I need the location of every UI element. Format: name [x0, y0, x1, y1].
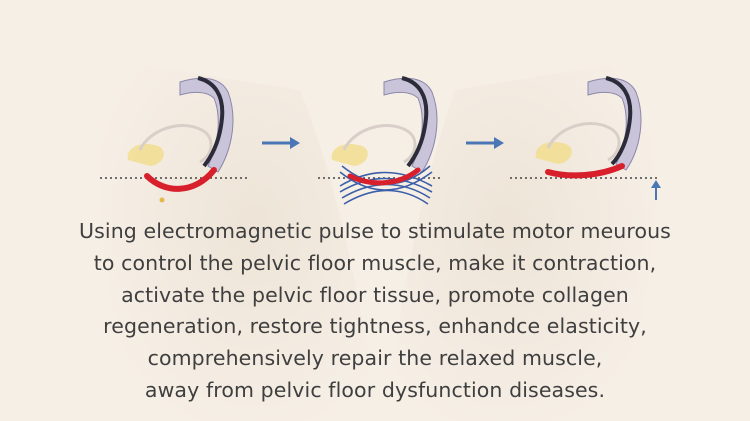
caption-line: comprehensively repair the relaxed muscl…	[147, 346, 603, 371]
caption-line: regeneration, restore tightness, enhandc…	[103, 314, 647, 339]
step-1-bladder	[127, 143, 164, 166]
caption-line: activate the pelvic floor tissue, promot…	[121, 282, 629, 307]
step-3-muscle-lifted	[545, 163, 625, 179]
caption-line: away from pelvic floor dysfunction disea…	[144, 377, 606, 402]
step-1-muscle-sagging	[144, 167, 217, 192]
step-3-pelvis	[546, 122, 621, 162]
arrow-right-icon	[466, 137, 504, 149]
arrow-up-icon	[651, 180, 661, 200]
step-1-leak-drop	[159, 197, 165, 203]
pelvic-floor-steps-diagram	[100, 76, 661, 205]
step-1-pelvis	[138, 124, 213, 164]
step-3-bladder	[535, 141, 572, 164]
step-2-bladder	[331, 143, 368, 166]
step-2-muscle	[347, 167, 421, 186]
caption-line: to control the pelvic floor muscle, make…	[93, 250, 657, 275]
step-3-contracted-illustration	[510, 76, 661, 200]
caption-line: Using electromagnetic pulse to stimulate…	[79, 219, 671, 243]
step-2-pelvis	[342, 124, 417, 164]
step-1-relaxed-illustration	[100, 76, 250, 203]
arrow-right-icon	[262, 137, 300, 149]
description-caption: Using electromagnetic pulse to stimulate…	[0, 216, 750, 407]
step-2-stimulation-illustration	[318, 76, 440, 205]
